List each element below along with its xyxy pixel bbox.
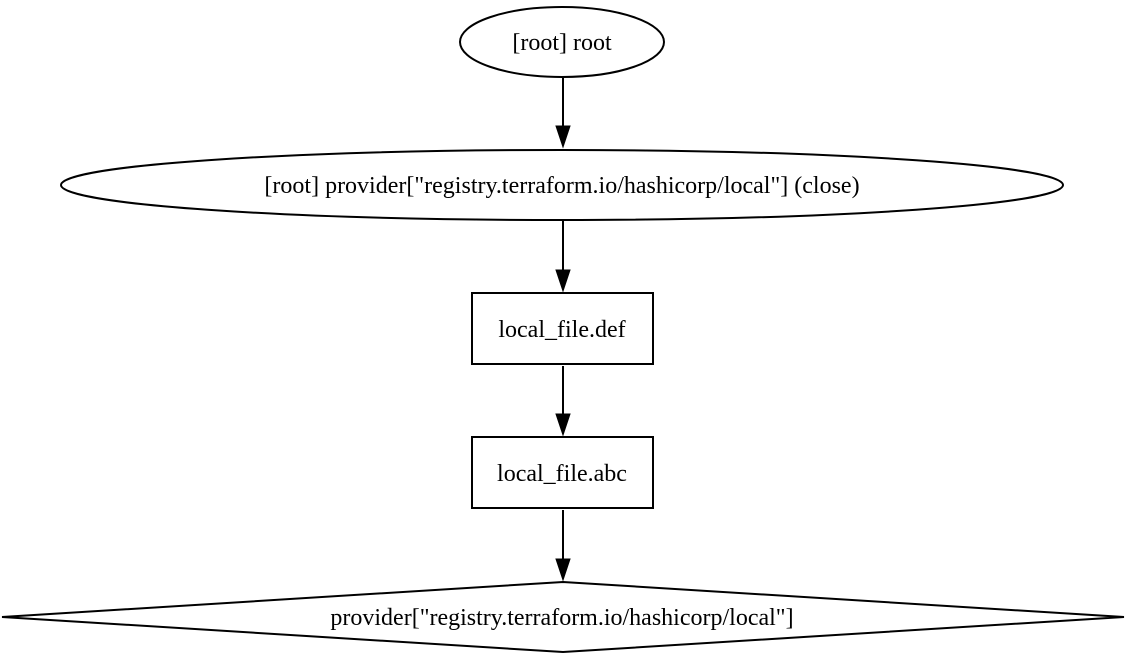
- node-provider-close-label: [root] provider["registry.terraform.io/h…: [264, 173, 859, 199]
- node-provider-label: provider["registry.terraform.io/hashicor…: [330, 605, 793, 631]
- node-provider-shape: [1, 580, 1125, 654]
- edge-def-to-abc: [555, 366, 571, 437]
- node-local-file-abc-shape: [471, 436, 654, 509]
- node-local-file-abc[interactable]: local_file.abc: [471, 436, 654, 509]
- edge-provider-close-to-def: [555, 221, 571, 293]
- edge-abc-to-provider: [555, 510, 571, 582]
- node-root-label: [root] root: [512, 30, 612, 56]
- edge-root-to-provider-close: [555, 78, 571, 149]
- node-provider-close[interactable]: [root] provider["registry.terraform.io/h…: [60, 149, 1064, 221]
- node-local-file-abc-label: local_file.abc: [497, 461, 627, 487]
- node-root-shape: [459, 6, 665, 78]
- node-provider[interactable]: provider["registry.terraform.io/hashicor…: [1, 580, 1125, 654]
- node-root[interactable]: [root] root: [459, 6, 665, 78]
- node-provider-close-shape: [60, 149, 1064, 221]
- node-local-file-def[interactable]: local_file.def: [471, 292, 654, 365]
- node-local-file-def-label: local_file.def: [498, 317, 625, 343]
- node-local-file-def-shape: [471, 292, 654, 365]
